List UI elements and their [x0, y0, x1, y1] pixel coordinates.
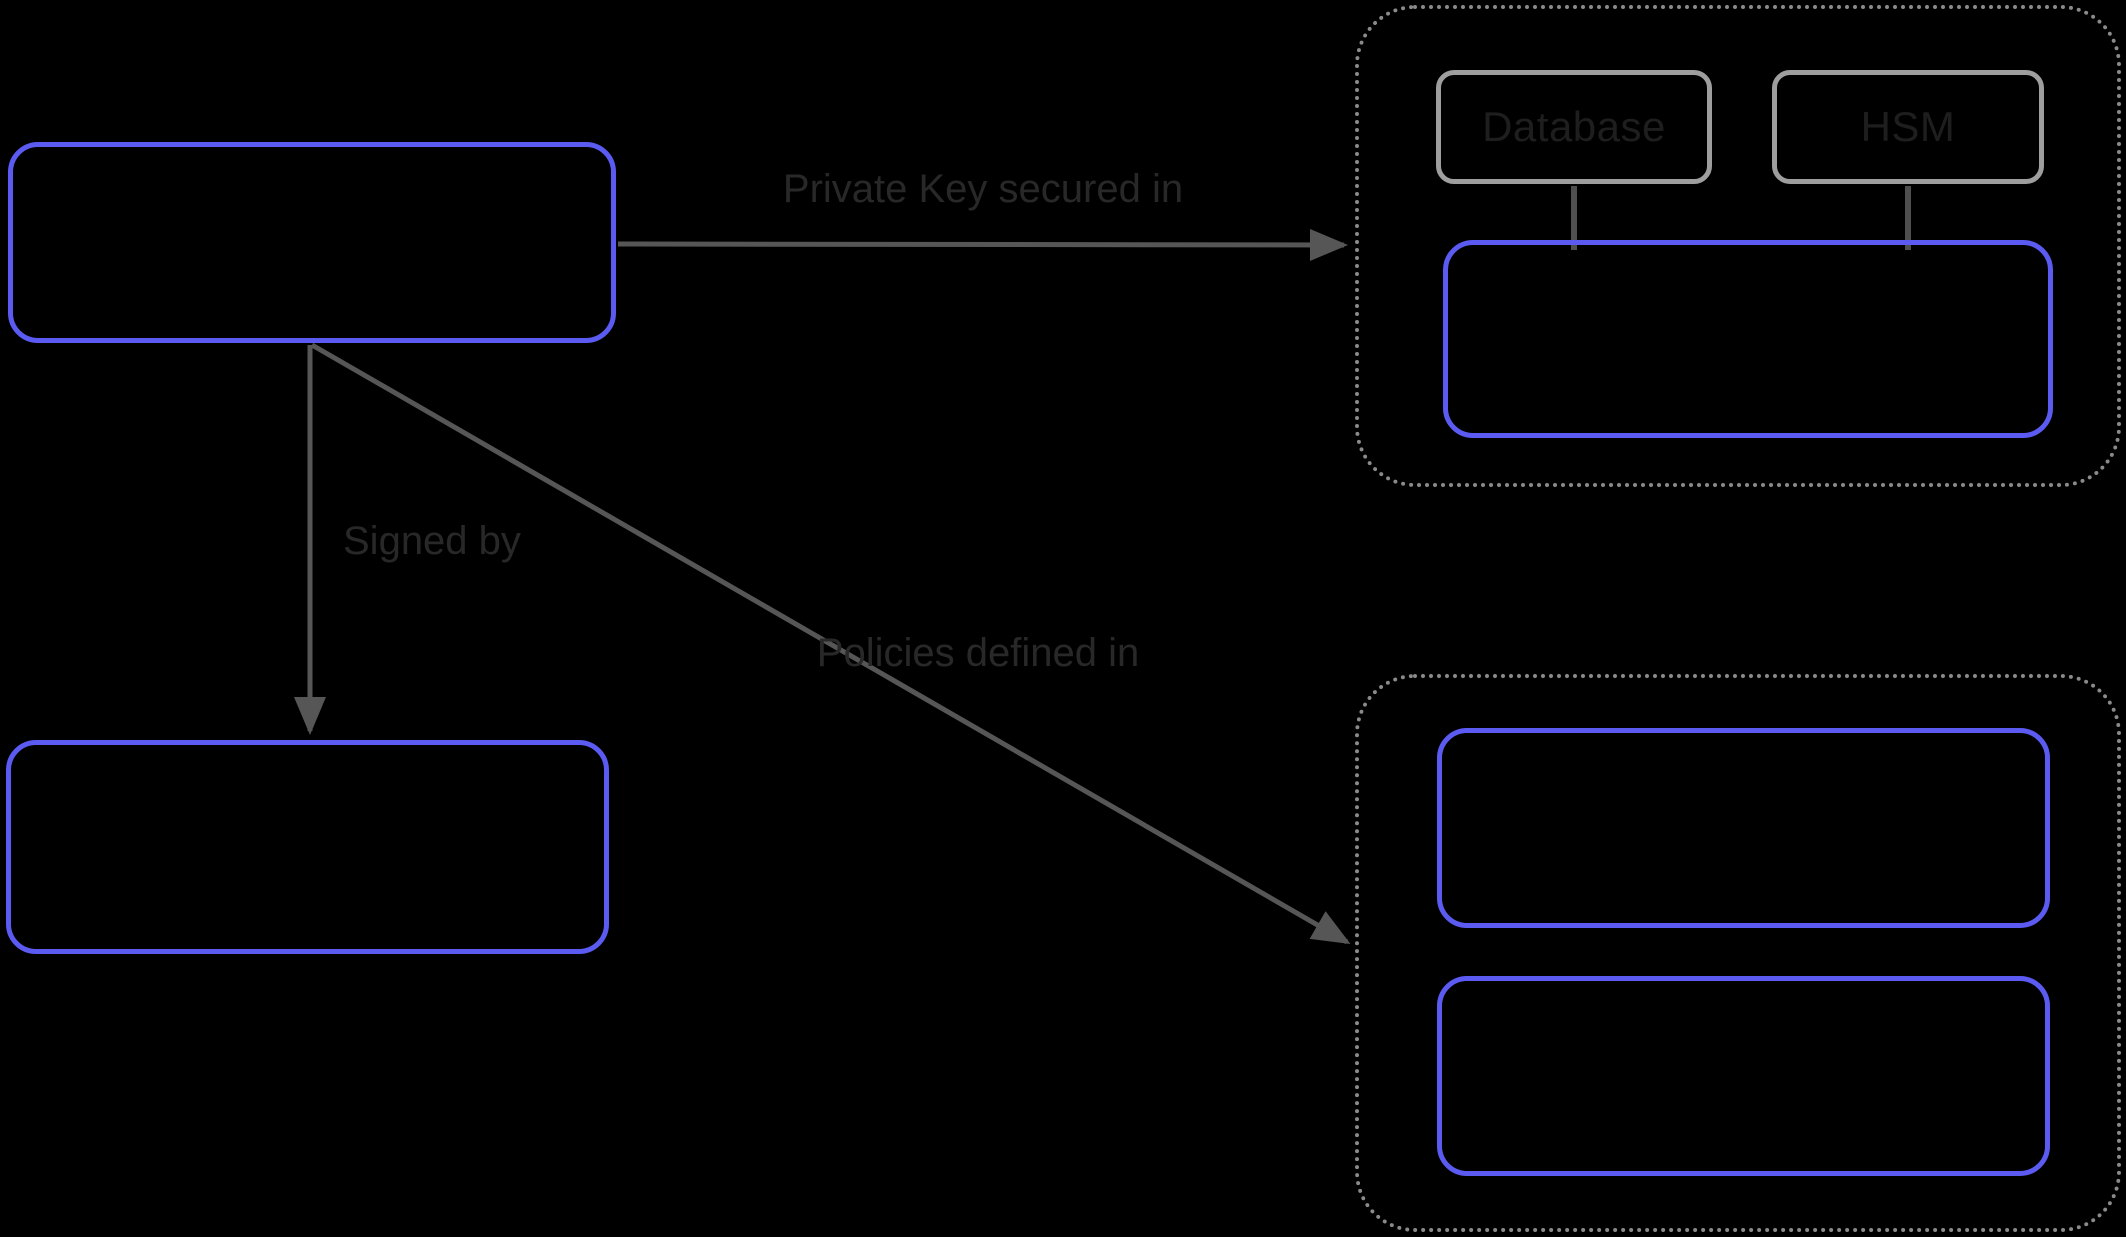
storage-inner-box [1443, 240, 2053, 438]
policies-group-container [1355, 674, 2121, 1232]
signed-by-edge-label: Signed by [343, 519, 521, 563]
database-box: Database [1436, 70, 1712, 184]
top-left-box [8, 142, 616, 343]
hsm-label: HSM [1860, 103, 1956, 150]
bottom-left-box [6, 740, 609, 954]
database-label: Database [1482, 103, 1666, 150]
private-key-edge-label: Private Key secured in [782, 167, 1184, 211]
storage-group-container [1355, 5, 2121, 487]
hsm-box: HSM [1772, 70, 2044, 184]
private-key-arrow [617, 228, 1348, 261]
policies-box-2 [1437, 976, 2050, 1176]
policies-edge-label: Policies defined in [816, 631, 1140, 675]
policies-box-1 [1437, 728, 2050, 928]
